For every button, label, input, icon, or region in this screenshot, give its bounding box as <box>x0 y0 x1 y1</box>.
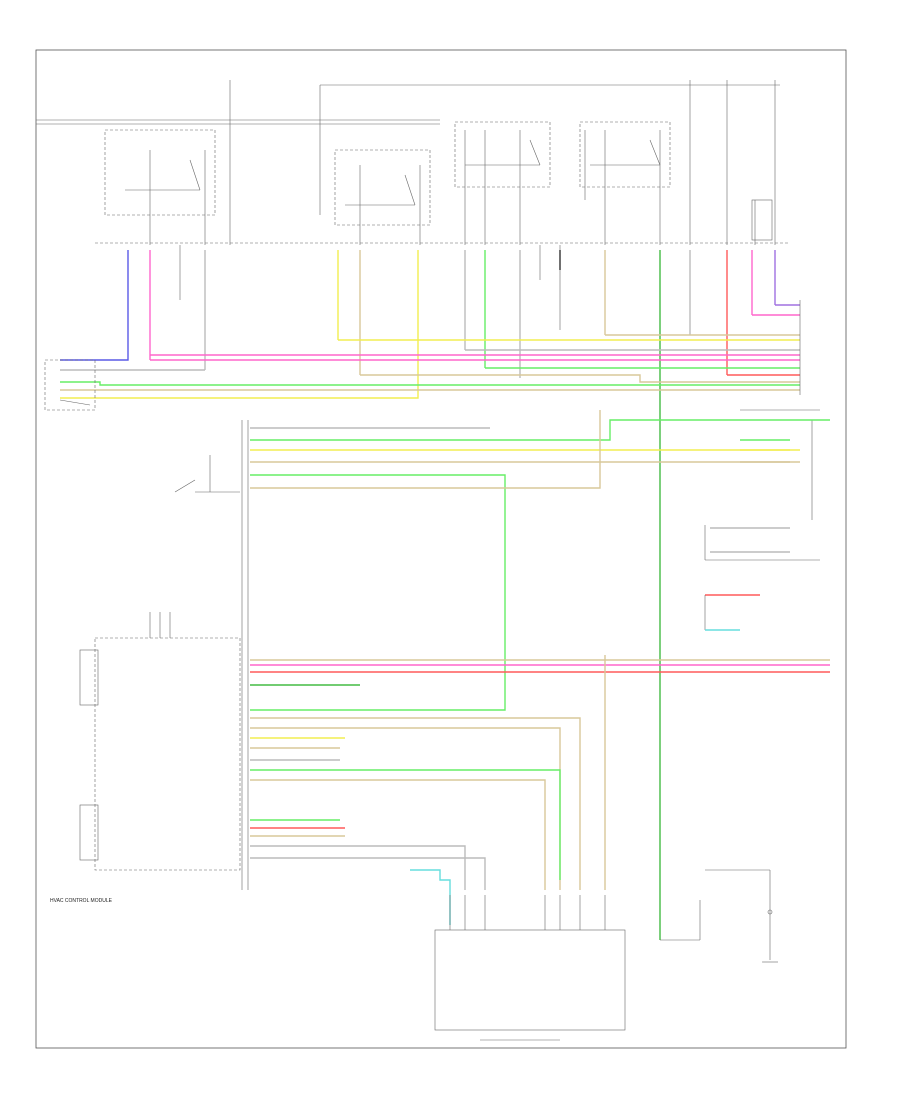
relay-2 <box>334 149 431 245</box>
lower-right-ground <box>660 869 778 963</box>
sensor-left <box>44 359 96 411</box>
switch-symbol <box>174 455 240 493</box>
harness-column <box>241 420 249 890</box>
right-connector-lower <box>704 525 820 631</box>
relay-3 <box>454 121 551 245</box>
cross-wires <box>60 304 800 399</box>
power-bus <box>36 80 790 245</box>
fuse-stubs <box>179 199 773 330</box>
module-name: HVAC CONTROL MODULE <box>50 898 113 904</box>
upper-wires <box>127 250 776 940</box>
relay-1 <box>104 129 216 245</box>
diagram-frame <box>35 49 847 1049</box>
right-connector-upper <box>740 300 820 520</box>
mid-wires <box>250 410 830 711</box>
module-wires <box>250 655 830 925</box>
lower-connector <box>434 895 626 1031</box>
hvac-control-module: HVAC CONTROL MODULE <box>50 612 241 904</box>
relay-4 <box>579 121 671 245</box>
